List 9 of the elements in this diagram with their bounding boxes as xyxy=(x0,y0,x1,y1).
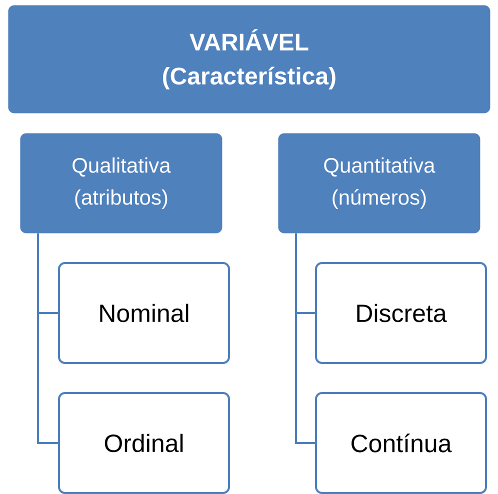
type-box: Discreta xyxy=(315,262,487,364)
category-box: Quantitativa (números) xyxy=(278,133,480,234)
connector-line xyxy=(37,233,58,444)
connector-line xyxy=(295,233,315,444)
type-box: Contínua xyxy=(315,392,487,494)
type-box: Nominal xyxy=(58,262,230,364)
title-box: VARIÁVEL (Característica) xyxy=(8,5,490,114)
category-box: Qualitativa (atributos) xyxy=(20,133,222,234)
type-box: Ordinal xyxy=(58,392,230,494)
